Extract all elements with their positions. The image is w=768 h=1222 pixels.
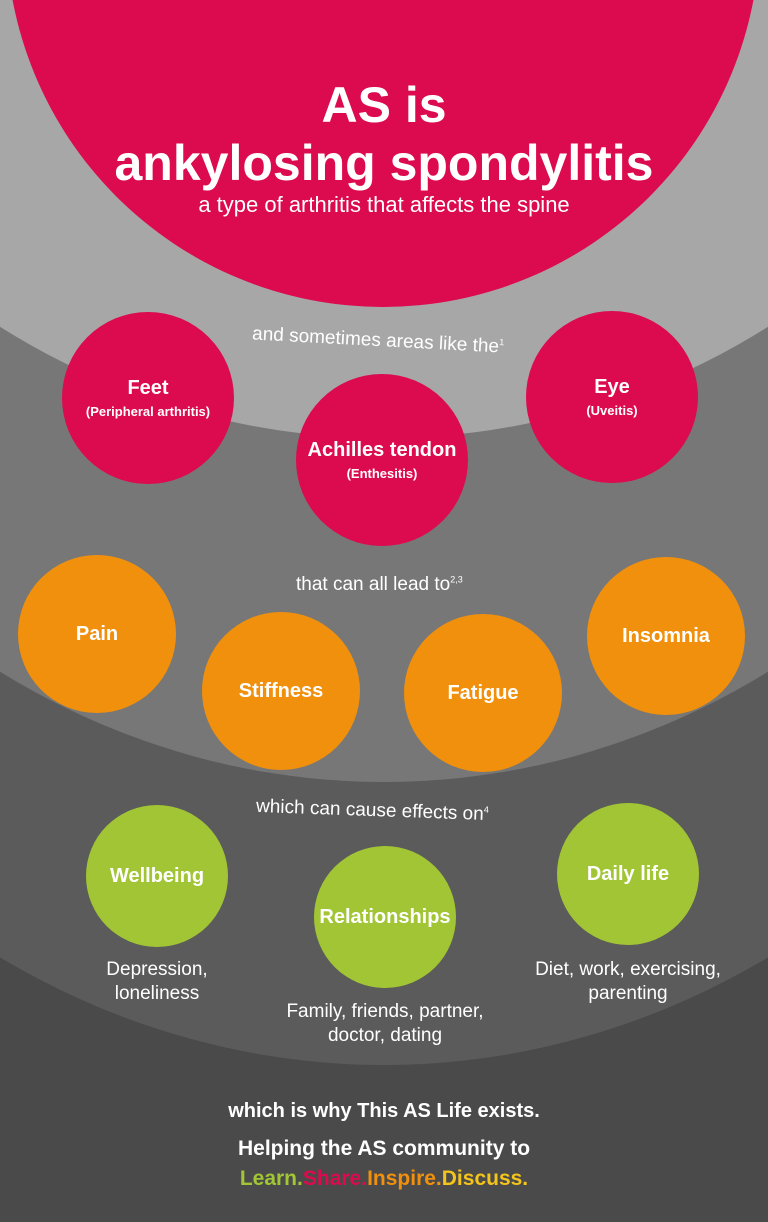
footer-line2: Helping the AS community to (237, 1137, 531, 1160)
symptom-pain: Pain (18, 555, 176, 713)
area-achilles-title: Achilles tendon (307, 439, 457, 461)
effect-wellbeing-title: Wellbeing (109, 864, 205, 887)
symptom-stiffness: Stiffness (202, 612, 360, 770)
area-feet-title: Feet (127, 377, 169, 399)
effect-relationships-title: Relationships (319, 905, 451, 928)
area-feet-subtitle: (Peripheral arthritis) (85, 404, 211, 419)
effect-wellbeing: Wellbeing (86, 805, 228, 947)
effect-daily-life-caption: Diet, work, exercising, parenting (535, 959, 721, 1004)
effect-wellbeing-caption: Depression, loneliness (106, 959, 208, 1004)
effect-relationships-caption: Family, friends, partner, doctor, dating (286, 1001, 484, 1046)
symptom-pain-label: Pain (75, 622, 119, 645)
symptom-insomnia-label: Insomnia (622, 624, 710, 647)
symptoms-intro-text: that can all lead to (296, 574, 451, 595)
tagline-discuss: Discuss. (441, 1167, 529, 1190)
effects-intro-ref: 4 (483, 804, 490, 815)
footer-tagline: Learn.Share.Inspire.Discuss. (0, 1167, 768, 1191)
effect-relationships: Relationships (314, 846, 456, 988)
area-feet: Feet (Peripheral arthritis) (62, 312, 234, 484)
tagline-inspire: Inspire. (367, 1167, 442, 1190)
footer-line1: which is why This AS Life exists. (228, 1100, 540, 1122)
area-achilles: Achilles tendon (Enthesitis) (296, 374, 468, 546)
symptom-fatigue: Fatigue (404, 614, 562, 772)
areas-intro-ref: 1 (498, 337, 505, 348)
hero-title-line1: AS is (321, 77, 447, 133)
effect-daily-life: Daily life (557, 803, 699, 945)
hero-subtitle: a type of arthritis that affects the spi… (198, 192, 570, 217)
tagline-share: Share. (302, 1167, 368, 1190)
symptoms-intro-ref: 2,3 (450, 574, 463, 585)
area-eye-subtitle: (Uveitis) (586, 403, 638, 418)
hero-title-line2: ankylosing spondylitis (114, 135, 654, 191)
symptom-insomnia: Insomnia (587, 557, 745, 715)
tagline-learn: Learn. (239, 1167, 303, 1190)
area-eye: Eye (Uveitis) (526, 311, 698, 483)
footer: which is why This AS Life exists. Helpin… (0, 1100, 768, 1191)
symptom-fatigue-label: Fatigue (447, 681, 519, 704)
hero-title: AS is ankylosing spondylitis (0, 76, 768, 192)
symptom-stiffness-label: Stiffness (238, 679, 324, 702)
area-achilles-subtitle: (Enthesitis) (346, 466, 418, 481)
effect-daily-life-title: Daily life (586, 862, 670, 885)
area-eye-title: Eye (594, 376, 630, 398)
symptoms-intro: that can all lead to2,3 (296, 574, 463, 596)
